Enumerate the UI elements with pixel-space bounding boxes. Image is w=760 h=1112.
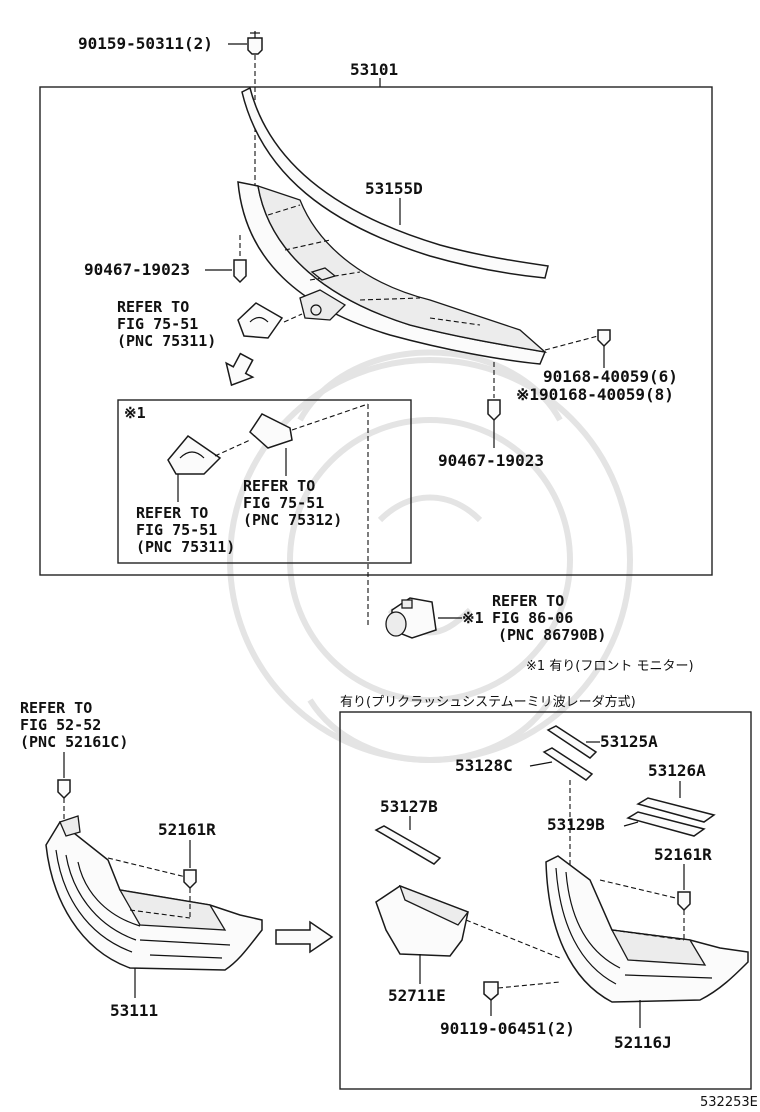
leader-53128c (529, 761, 553, 767)
dashed-52711e (465, 919, 561, 959)
arrow-right-icon (275, 920, 334, 954)
leader-53129b (623, 821, 639, 827)
part-number-90168-alt: ※190168-40059(8) (516, 385, 674, 404)
ref-86790b-line2: FIG 86-06 (492, 609, 573, 627)
upper-grille-panel (237, 181, 548, 365)
clip-90159-icon (247, 31, 263, 55)
sensor-marker: ※1 (462, 609, 484, 627)
ref-86790b-line3: (PNC 86790B) (498, 626, 606, 644)
clip-52161c-icon (57, 779, 71, 800)
ref-75311-top-line1: REFER TO (117, 298, 189, 316)
diagram-id: 532253E (700, 1095, 758, 1110)
ref-86790b-line1: REFER TO (492, 592, 564, 610)
part-number-90467-top: 90467-19023 (84, 260, 190, 279)
ref-75311-inset-line3: (PNC 75311) (136, 538, 235, 556)
arrow-down-icon (225, 352, 255, 387)
part-number-90159: 90159-50311(2) (78, 34, 213, 53)
dashed-52116j-a (599, 879, 685, 901)
bolt-90119-icon (483, 981, 499, 1001)
dashed-52116j-b (611, 929, 685, 941)
ref-75312: REFER TO FIG 75-51 (PNC 75312) (243, 477, 342, 529)
screw-90168-icon (597, 329, 611, 348)
emblem-75311-inset-icon (167, 434, 222, 475)
dashed-inset-2 (291, 403, 369, 431)
ref-75312-line1: REFER TO (243, 477, 315, 495)
trim-53128c (542, 747, 594, 781)
trim-53127b (374, 825, 442, 865)
assembly-53101-frame (39, 86, 713, 576)
footnote-1: ※1 有り(フロント モニター) (526, 659, 694, 674)
ref-75311-inset: REFER TO FIG 75-51 (PNC 75311) (136, 504, 235, 556)
ref-52161c-line1: REFER TO (20, 699, 92, 717)
dashed-53111-b (129, 909, 191, 919)
radar-cover-52711e-top (398, 884, 470, 926)
part-number-52161r-left: 52161R (158, 820, 216, 839)
trim-53125a (546, 725, 598, 759)
dashed-inset-1 (214, 439, 251, 457)
emblem-75311-top-icon (237, 302, 284, 339)
lower-grille-53111 (45, 815, 263, 971)
ref-86790b: REFER TO FIG 86-06 (PNC 86790B) (492, 592, 606, 644)
inset-front-monitor-box (117, 399, 412, 564)
part-number-52161r-right: 52161R (654, 845, 712, 864)
precrash-condition-label: 有り(プリクラッシュシステムーミリ波レーダ方式) (340, 694, 636, 710)
ref-52161c-line3: (PNC 52161C) (20, 733, 128, 751)
part-number-53128c: 53128C (455, 756, 513, 775)
dashed-90119 (497, 981, 561, 989)
dashed-53111-a (107, 857, 191, 879)
part-number-53101: 53101 (350, 60, 398, 79)
clip-52161r-right-icon (677, 891, 691, 912)
part-number-53126a: 53126A (648, 761, 706, 780)
ref-52161c-line2: FIG 52-52 (20, 716, 101, 734)
part-number-53125a: 53125A (600, 732, 658, 751)
part-number-53155d: 53155D (365, 179, 423, 198)
ref-75311-top-line3: (PNC 75311) (117, 332, 216, 350)
part-number-53129b: 53129B (547, 815, 605, 834)
front-camera-86790b-icon (385, 597, 437, 639)
ref-75311-inset-line2: FIG 75-51 (136, 521, 217, 539)
ref-75311-top-line2: FIG 75-51 (117, 315, 198, 333)
trim-53126a (636, 797, 716, 823)
ref-75312-line3: (PNC 75312) (243, 511, 342, 529)
dashed-emblem-top (283, 313, 303, 323)
inset-marker: ※1 (124, 404, 146, 422)
part-number-53127b: 53127B (380, 797, 438, 816)
camera-mount-75312-icon (249, 413, 293, 449)
molding-53155d (241, 86, 549, 279)
trim-53129b (626, 811, 706, 837)
part-number-90467-bottom: 90467-19023 (438, 451, 544, 470)
part-number-90168: 90168-40059(6) (543, 367, 678, 386)
part-number-53111: 53111 (110, 1001, 158, 1020)
ref-75312-line2: FIG 75-51 (243, 494, 324, 512)
ref-52161c: REFER TO FIG 52-52 (PNC 52161C) (20, 699, 128, 751)
emblem-inset-mark (179, 451, 205, 459)
clip-90467-top-icon (233, 259, 247, 284)
part-number-90119: 90119-06451(2) (440, 1019, 575, 1038)
lower-grille-52116j (545, 855, 749, 1003)
clip-52161r-left-icon (183, 869, 197, 890)
watermark-crest (227, 349, 633, 763)
emblem-mark (249, 316, 269, 323)
part-number-52116j: 52116J (614, 1033, 672, 1052)
precrash-variant-box (339, 711, 752, 1090)
ref-75311-inset-line1: REFER TO (136, 504, 208, 522)
part-number-52711e: 52711E (388, 986, 446, 1005)
dashed-90168 (544, 335, 599, 351)
ref-75311-top: REFER TO FIG 75-51 (PNC 75311) (117, 298, 216, 350)
clip-90467-bottom-icon (487, 399, 501, 422)
